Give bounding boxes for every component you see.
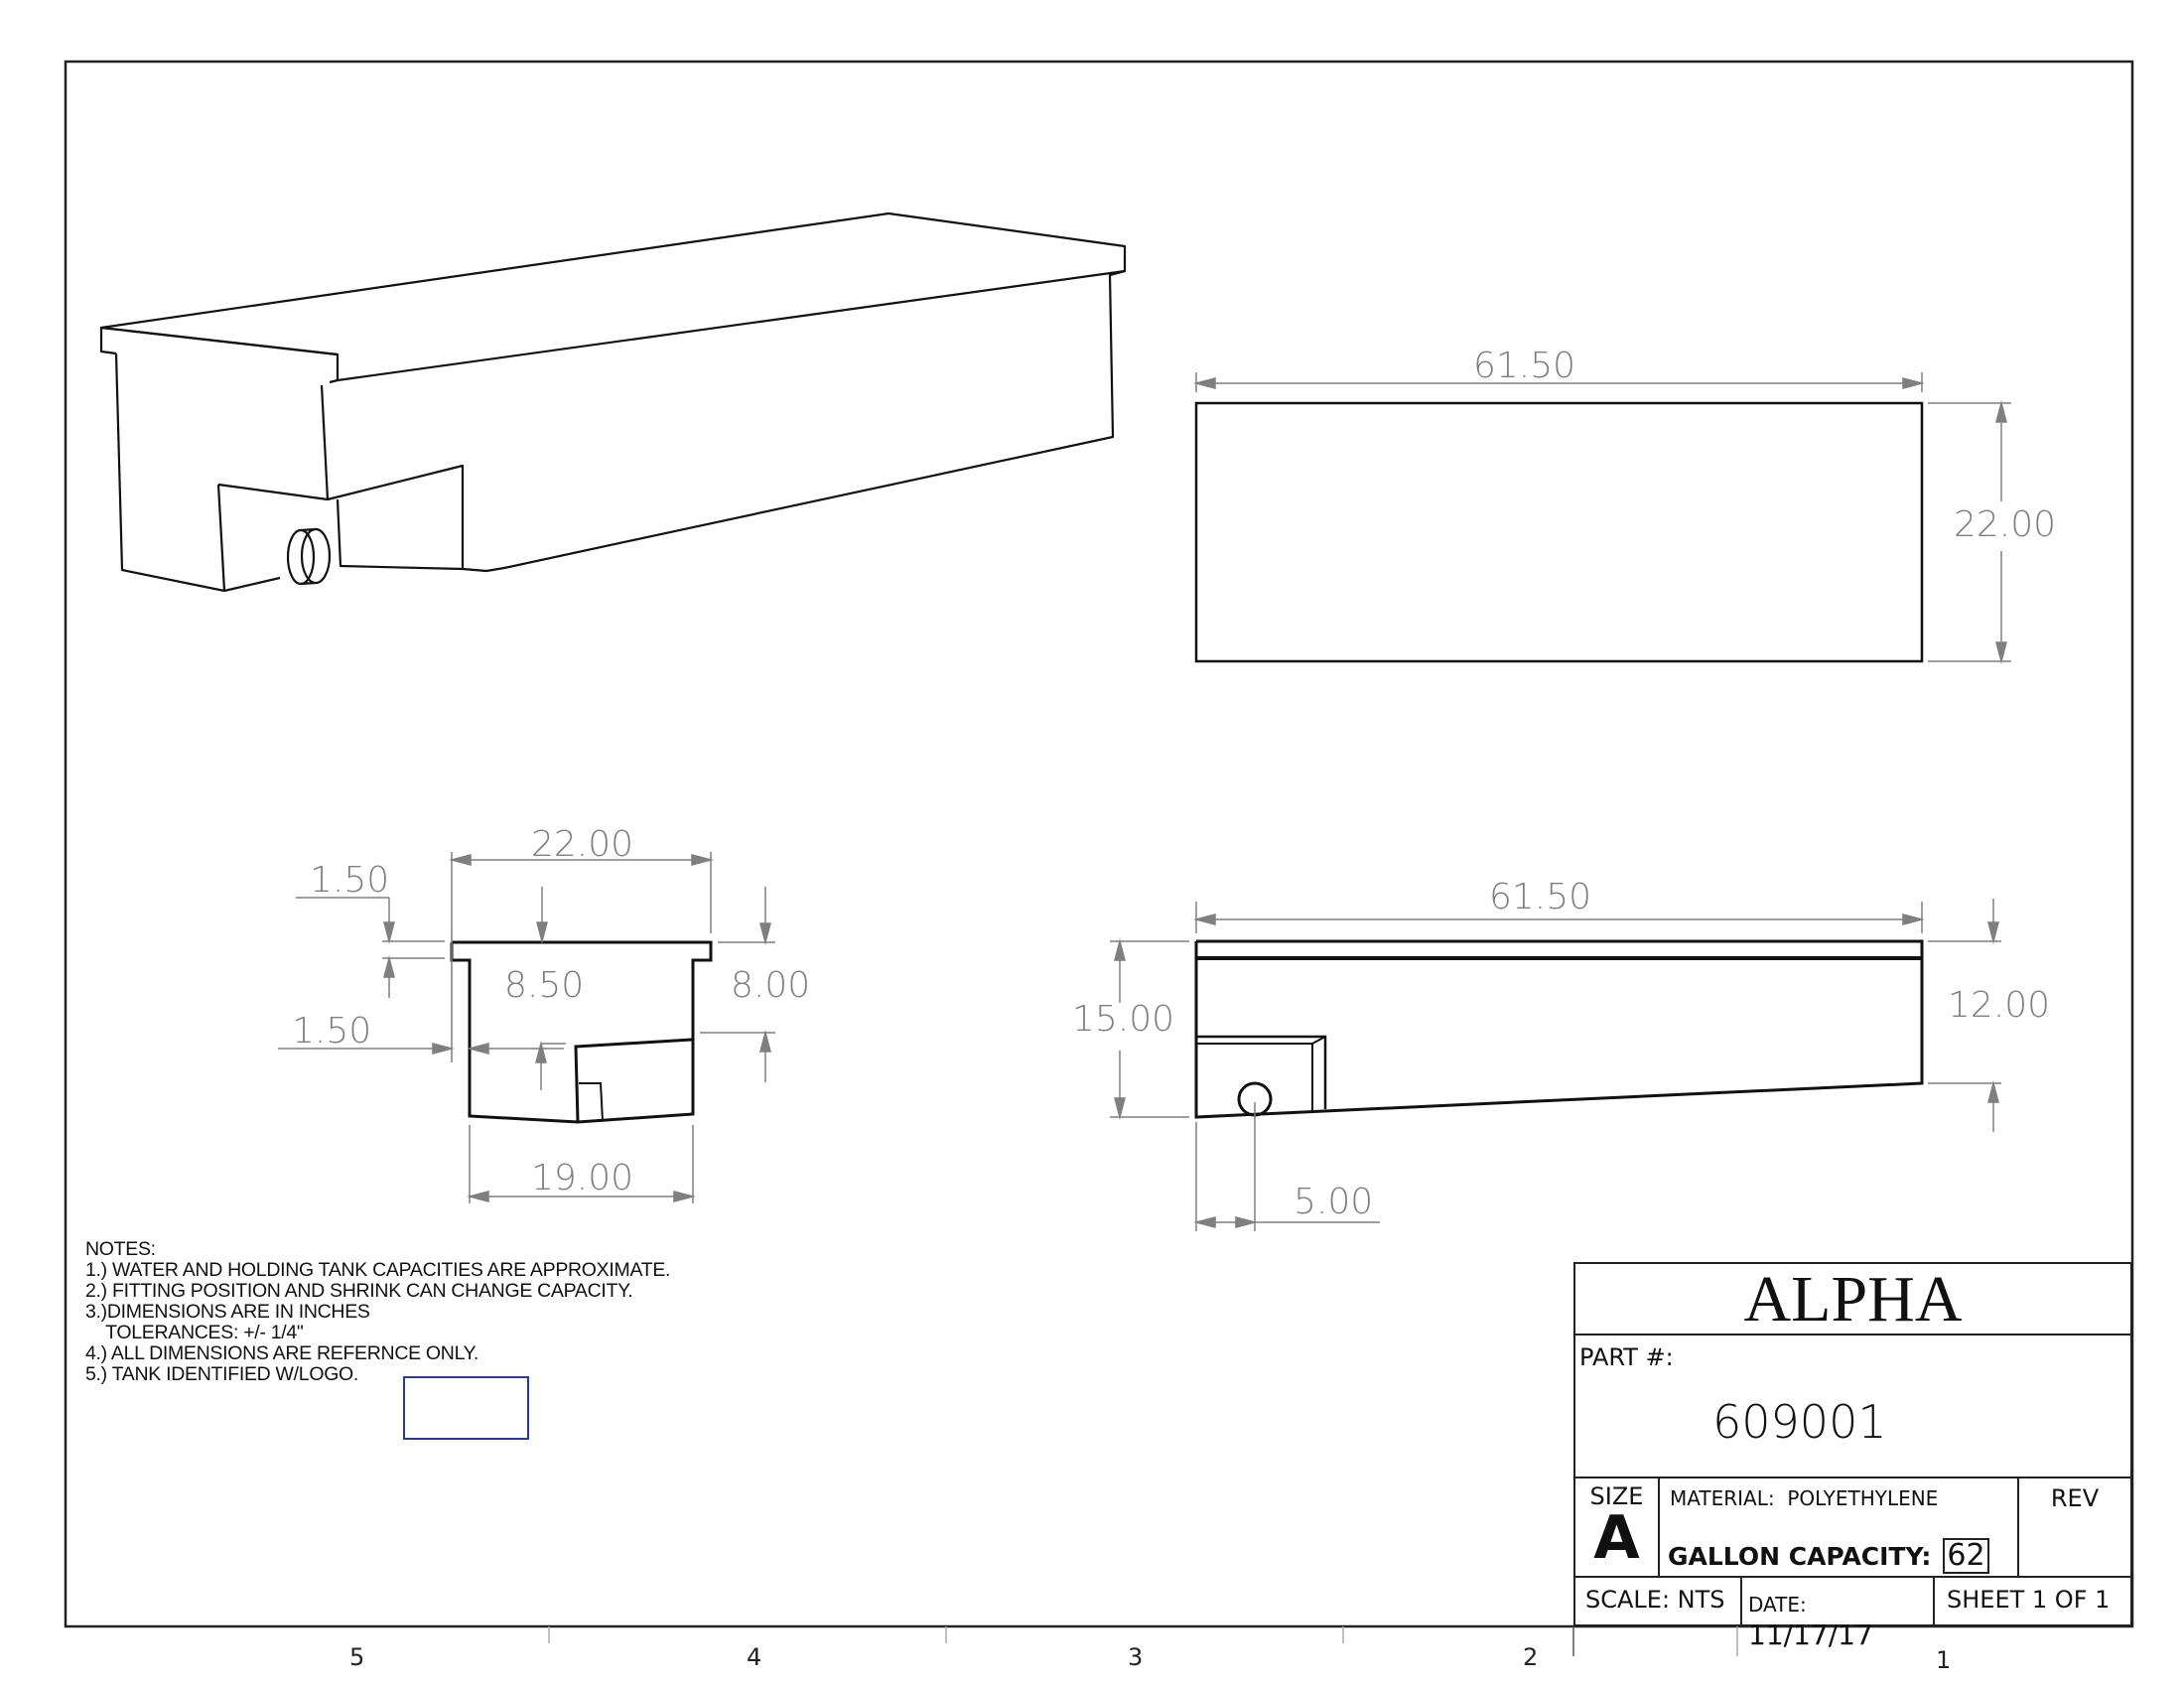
side-length-dim: 61.50: [1489, 877, 1591, 917]
end-right-height-dim: 8.00: [731, 965, 810, 1006]
zone-label-2: 2: [1523, 1643, 1538, 1671]
title-block-company-row: ALPHA: [1575, 1264, 2130, 1336]
note-line: 3.)DIMENSIONS ARE IN INCHES: [85, 1301, 370, 1323]
logo-placeholder-box: [403, 1376, 529, 1440]
top-view: 61.50 22.00: [1193, 346, 2056, 664]
size-cell: SIZE A: [1575, 1478, 1660, 1576]
zone-ticks: [548, 1626, 1738, 1656]
sheet-border: [64, 60, 2134, 1628]
isometric-view: [99, 211, 1127, 593]
zone-label-1: 1: [1936, 1646, 1951, 1674]
part-number: 609001: [1712, 1395, 1887, 1449]
end-flange-height-dim: 1.50: [310, 860, 389, 901]
notes-heading: NOTES:: [85, 1238, 156, 1260]
note-line: TOLERANCES: +/- 1/4": [85, 1322, 304, 1343]
size-label: SIZE: [1589, 1482, 1644, 1510]
zone-label-3: 3: [1128, 1643, 1143, 1671]
note-line: 2.) FITTING POSITION AND SHRINK CAN CHAN…: [85, 1280, 633, 1302]
gallon-capacity: GALLON CAPACITY: 62: [1668, 1538, 1989, 1574]
part-number-label: PART #:: [1579, 1343, 1674, 1371]
gallon-capacity-value: 62: [1943, 1538, 1989, 1574]
note-line: 1.) WATER AND HOLDING TANK CAPACITIES AR…: [85, 1259, 671, 1281]
title-block-footer-row: SCALE: NTS DATE: 11/17/17 SHEET 1 OF 1: [1575, 1578, 2130, 1651]
title-block: ALPHA PART #: 609001 SIZE A MATERIAL: PO…: [1573, 1262, 2132, 1651]
date-value: 11/17/17: [1748, 1618, 1873, 1651]
top-length-dim: 61.50: [1473, 346, 1575, 386]
gallon-capacity-label: GALLON CAPACITY:: [1668, 1542, 1932, 1571]
side-height-left-dim: 15.00: [1072, 999, 1174, 1040]
size-value: A: [1593, 1503, 1640, 1573]
note-line: 5.) TANK IDENTIFIED W/LOGO.: [85, 1363, 359, 1385]
date-label: DATE:: [1748, 1593, 1807, 1617]
side-fitting-offset-dim: 5.00: [1294, 1182, 1373, 1222]
note-line: 4.) ALL DIMENSIONS ARE REFERNCE ONLY.: [85, 1342, 478, 1364]
side-height-right-dim: 12.00: [1948, 985, 2050, 1026]
scale: SCALE: NTS: [1575, 1578, 1742, 1626]
notes-block: NOTES: 1.) WATER AND HOLDING TANK CAPACI…: [85, 1239, 670, 1385]
zone-label-5: 5: [349, 1643, 364, 1671]
title-block-spec-row: SIZE A MATERIAL: POLYETHYLENE GALLON CAP…: [1575, 1478, 2130, 1578]
end-view: 22.00 1.50 8.50 8.00 1.50 19.00: [278, 824, 810, 1203]
company-name: ALPHA: [1743, 1263, 1963, 1336]
end-bottom-width-dim: 19.00: [531, 1158, 633, 1198]
side-view: 61.50 15.00 12.00 5.00: [1072, 877, 2050, 1231]
sheet-number: SHEET 1 OF 1: [1947, 1586, 2111, 1614]
material-cell: MATERIAL: POLYETHYLENE GALLON CAPACITY: 6…: [1660, 1478, 2019, 1576]
material-value: POLYETHYLENE: [1787, 1486, 1939, 1510]
end-sump-height-dim: 8.50: [504, 965, 584, 1006]
top-width-dim: 22.00: [1954, 504, 2056, 545]
rev-label: REV: [2050, 1484, 2100, 1512]
material: MATERIAL: POLYETHYLENE: [1670, 1486, 1938, 1510]
title-block-part-row: PART #: 609001: [1575, 1336, 2130, 1478]
material-label: MATERIAL:: [1670, 1486, 1775, 1510]
zone-label-4: 4: [747, 1643, 761, 1671]
end-flange-offset-dim: 1.50: [292, 1011, 371, 1052]
date-cell: DATE: 11/17/17: [1742, 1578, 1935, 1651]
rev-cell: REV: [2019, 1478, 2130, 1576]
end-top-width-dim: 22.00: [531, 824, 633, 865]
